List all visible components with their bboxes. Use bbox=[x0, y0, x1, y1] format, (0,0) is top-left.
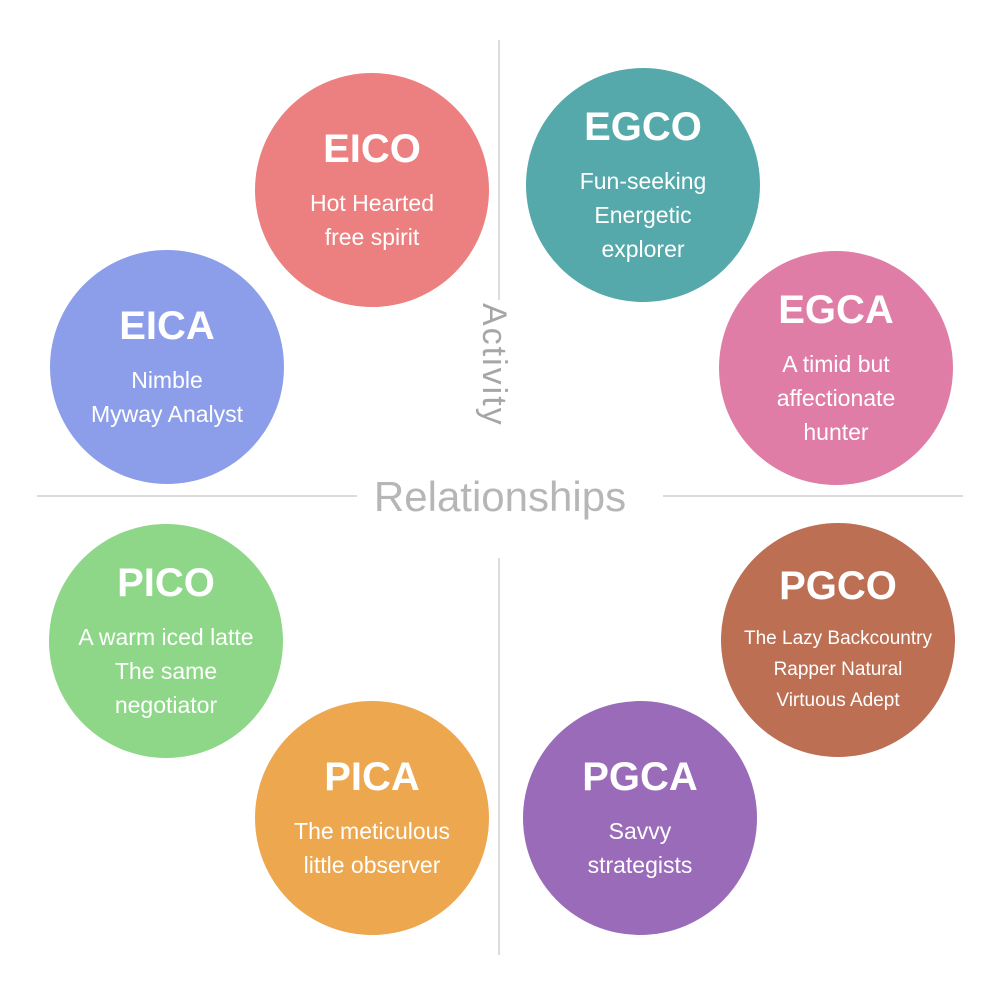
horizontal-axis-label: Relationships bbox=[373, 473, 627, 520]
type-circle-pgca: PGCA Savvy strategists bbox=[523, 701, 757, 935]
type-description: The meticulous little observer bbox=[294, 817, 450, 878]
type-circle-eico: EICO Hot Hearted free spirit bbox=[255, 73, 489, 307]
horizontal-axis-line-left bbox=[37, 495, 357, 497]
type-code: PGCA bbox=[582, 754, 698, 799]
type-code: PICO bbox=[117, 560, 215, 605]
type-description: A timid but affectionate hunter bbox=[776, 350, 896, 445]
type-circle-pica: PICA The meticulous little observer bbox=[255, 701, 489, 935]
type-code: EGCA bbox=[778, 287, 894, 332]
type-description: Nimble Myway Analyst bbox=[90, 366, 244, 427]
type-description: Savvy strategists bbox=[587, 817, 693, 878]
type-code: EICO bbox=[323, 126, 421, 171]
vertical-axis-line-bottom bbox=[498, 558, 500, 955]
type-circle-egco: EGCO Fun-seeking Energetic explorer bbox=[526, 68, 760, 302]
type-circle-pico: PICO A warm iced latte The same negotiat… bbox=[49, 524, 283, 758]
horizontal-axis-line-right bbox=[663, 495, 963, 497]
type-code: PGCO bbox=[779, 564, 897, 608]
vertical-axis-label: Activity bbox=[475, 303, 513, 427]
type-code: EICA bbox=[119, 303, 215, 348]
type-circle-pgco: PGCO The Lazy Backcountry Rapper Natural… bbox=[721, 523, 955, 757]
type-description: A warm iced latte The same negotiator bbox=[78, 623, 254, 718]
type-circle-eica: EICA Nimble Myway Analyst bbox=[50, 250, 284, 484]
type-description: Hot Hearted free spirit bbox=[309, 189, 434, 250]
type-code: EGCO bbox=[584, 104, 702, 149]
type-circle-egca: EGCA A timid but affectionate hunter bbox=[719, 251, 953, 485]
type-description: The Lazy Backcountry Rapper Natural Virt… bbox=[744, 628, 932, 711]
type-code: PICA bbox=[324, 754, 420, 799]
type-description: Fun-seeking Energetic explorer bbox=[579, 167, 707, 262]
vertical-axis-line-top bbox=[498, 40, 500, 300]
